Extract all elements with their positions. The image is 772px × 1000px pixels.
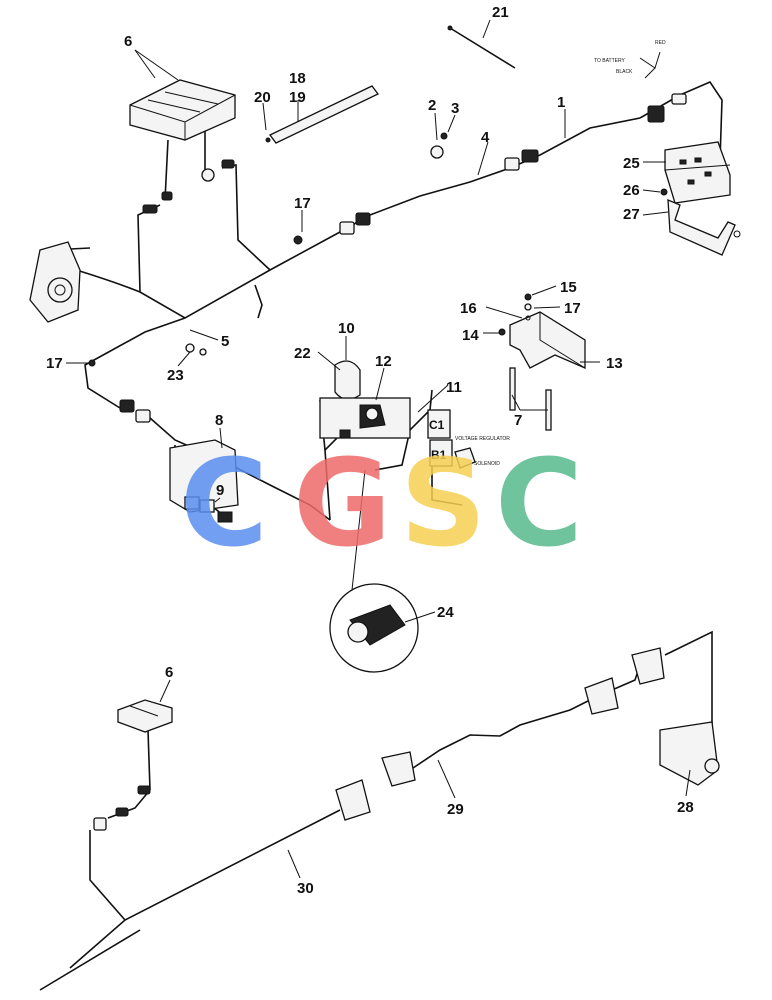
callout-13: 13 bbox=[606, 355, 623, 372]
label-c1: C1 bbox=[429, 418, 445, 432]
label-voltage-regulator: VOLTAGE REGULATOR bbox=[455, 436, 510, 442]
solenoid-assembly bbox=[319, 360, 411, 439]
callout-5: 5 bbox=[221, 333, 229, 350]
callout-17-right: 17 bbox=[564, 300, 581, 317]
callout-11: 11 bbox=[446, 379, 462, 396]
callout-7: 7 bbox=[514, 412, 522, 429]
mounting-bracket bbox=[660, 188, 741, 256]
callout-26: 26 bbox=[623, 182, 640, 199]
callout-24: 24 bbox=[437, 604, 454, 621]
callout-4: 4 bbox=[481, 129, 490, 146]
regulator-bracket bbox=[498, 293, 586, 369]
battery-label-group: TO BATTERY BLACK RED bbox=[594, 40, 666, 79]
module-28 bbox=[659, 721, 720, 786]
callout-3: 3 bbox=[451, 100, 459, 117]
callout-21: 21 bbox=[492, 4, 509, 21]
callout-12: 12 bbox=[375, 353, 392, 370]
callout-numbers: 6 20 18 19 21 2 3 1 4 25 26 27 17 5 23 1… bbox=[46, 4, 694, 897]
label-black: BLACK bbox=[616, 69, 633, 75]
callout-8: 8 bbox=[215, 412, 223, 429]
pedal-pad-top bbox=[129, 79, 236, 214]
watermark-letter-4: C bbox=[495, 435, 583, 574]
harness-strip bbox=[265, 85, 379, 144]
callout-28: 28 bbox=[677, 799, 694, 816]
watermark-letter-3: S bbox=[400, 435, 486, 574]
watermark-letter-1: C bbox=[180, 435, 268, 574]
label-to-battery: TO BATTERY bbox=[594, 58, 626, 64]
label-b1: B1 bbox=[431, 448, 447, 462]
callout-17-left: 17 bbox=[46, 355, 63, 372]
callout-15: 15 bbox=[560, 279, 577, 296]
fuse-block bbox=[664, 141, 731, 204]
callout-6-lower: 6 bbox=[165, 664, 173, 681]
pedal-pad-lower bbox=[93, 699, 173, 831]
callout-25: 25 bbox=[623, 155, 640, 172]
lower-connectors bbox=[335, 647, 665, 821]
callout-14: 14 bbox=[462, 327, 479, 344]
voltage-regulator: C1 B1 VOLTAGE REGULATOR SOLENOID bbox=[427, 409, 510, 469]
callout-17-top: 17 bbox=[294, 195, 311, 212]
label-red: RED bbox=[655, 40, 666, 46]
callout-29: 29 bbox=[447, 801, 464, 818]
callout-30: 30 bbox=[297, 880, 314, 897]
callout-10: 10 bbox=[338, 320, 355, 337]
watermark-letter-2: G bbox=[293, 435, 392, 574]
callout-1: 1 bbox=[557, 94, 565, 111]
callout-18: 18 bbox=[289, 70, 306, 87]
callout-20: 20 bbox=[254, 89, 271, 106]
wire-tie bbox=[447, 25, 516, 69]
watermark: C G S C bbox=[180, 435, 583, 574]
leader-lines bbox=[66, 19, 691, 879]
callout-27: 27 bbox=[623, 206, 640, 223]
callout-22: 22 bbox=[294, 345, 311, 362]
callout-16: 16 bbox=[460, 300, 477, 317]
switch-detail-bubble bbox=[329, 583, 419, 673]
callout-6: 6 bbox=[124, 33, 132, 50]
left-connector bbox=[29, 241, 81, 323]
callout-2: 2 bbox=[428, 97, 436, 114]
callout-23: 23 bbox=[167, 367, 184, 384]
callout-9: 9 bbox=[216, 482, 224, 499]
label-solenoid: SOLENOID bbox=[474, 461, 500, 467]
grommet-and-screw bbox=[430, 132, 448, 159]
relay-box bbox=[169, 439, 239, 523]
callout-19: 19 bbox=[289, 89, 306, 106]
